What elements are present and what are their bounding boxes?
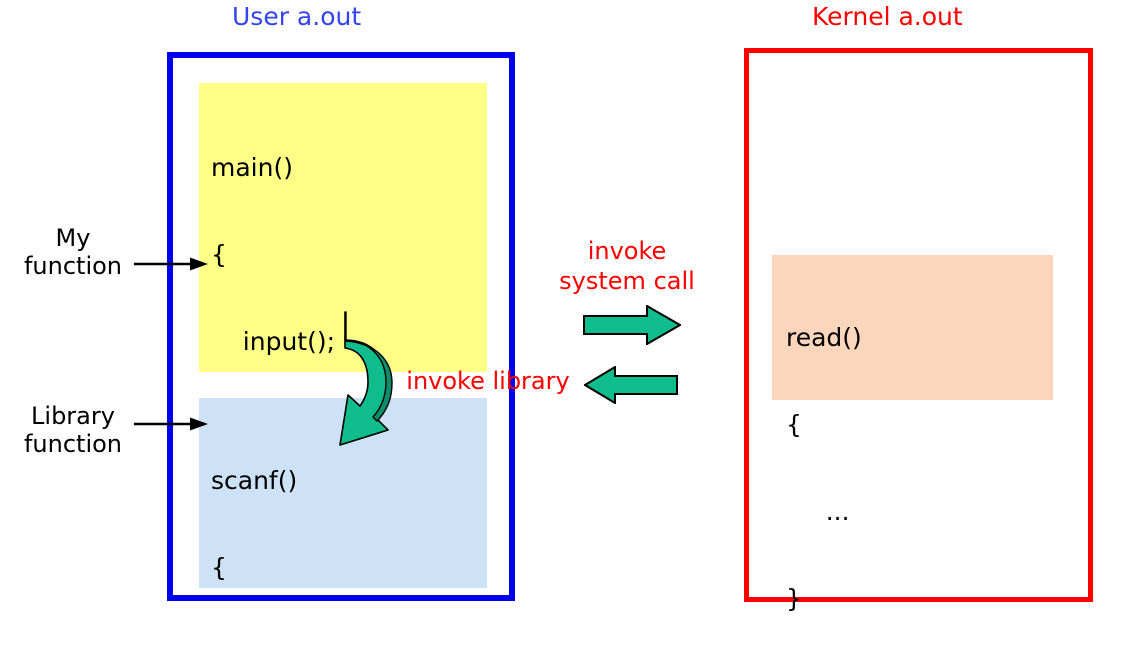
code-line: input(); [211,327,336,356]
invoke-system-call-line1: invoke [587,237,667,265]
curved-arrow-down-left-icon [339,311,393,446]
invoke-system-call-line2: system call [559,267,695,295]
block-arrow-right-icon [583,305,681,345]
invoke-library-caption: invoke library [406,367,570,395]
my-function-pointer-arrow-icon [134,257,208,271]
library-function-label-line1: Library [31,402,115,430]
code-line: main() [211,153,293,182]
my-function-label: My function [18,224,128,280]
library-function-label: Library function [14,402,132,458]
my-function-label-line1: My [55,224,91,252]
library-function-label-line2: function [23,430,123,458]
my-function-code-block: main() { input(); printf(); } input() { … [199,83,487,530]
code-line: { [786,410,802,439]
user-space-title: User a.out [232,2,362,31]
kernel-function-code-block: read() { ... } [772,255,1053,613]
code-line: { [211,240,227,269]
code-line: scanf() [211,466,298,495]
block-arrow-left-icon [584,366,678,404]
library-function-pointer-arrow-icon [134,417,208,431]
invoke-system-call-caption: invoke system call [542,236,712,296]
code-line: read() [786,323,862,352]
code-line: ... [786,497,850,526]
code-line: } [786,584,802,613]
my-function-label-line2: function [23,252,123,280]
kernel-space-title: Kernel a.out [812,2,963,31]
code-line-blank [211,640,487,646]
code-line: { [211,553,227,582]
